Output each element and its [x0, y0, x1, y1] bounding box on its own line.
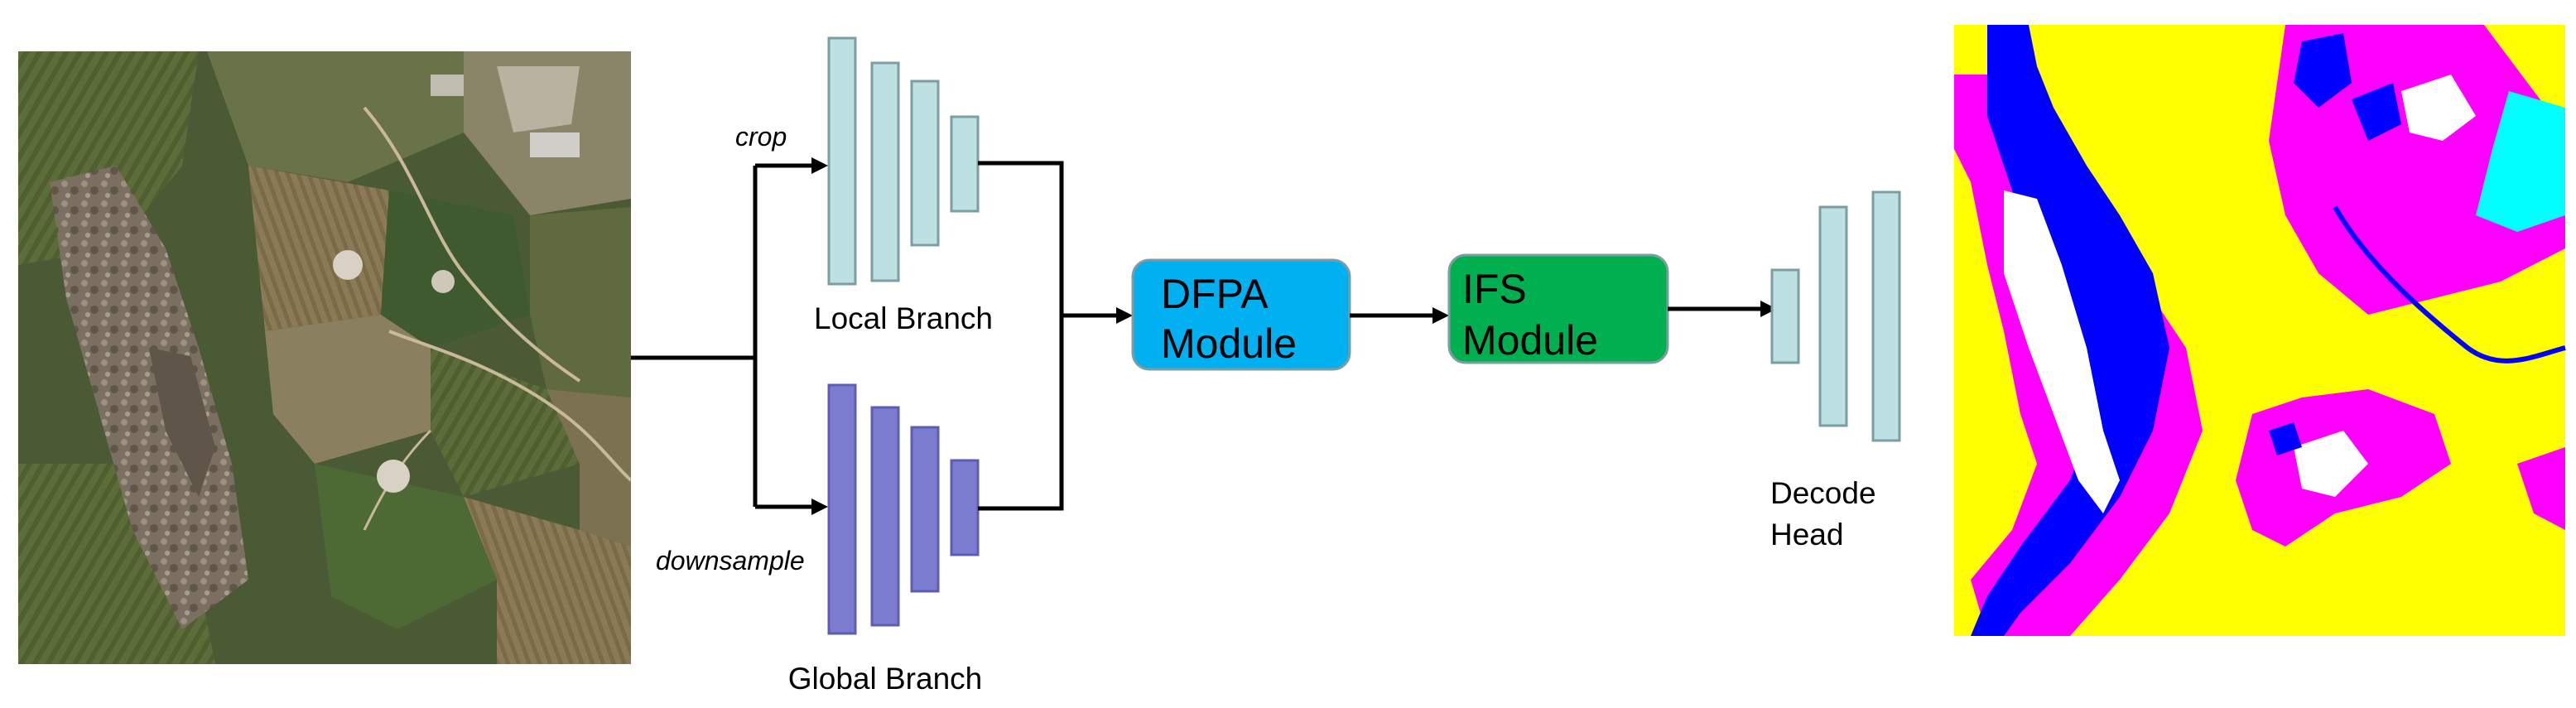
seg-blue-area-lower [2269, 422, 2302, 455]
decode-head-label-line1: Decode [1770, 476, 1876, 510]
global-layer-4 [950, 459, 980, 556]
seg-white-area-lower [2294, 431, 2368, 497]
decode-head-label-line2: Head [1770, 518, 1843, 551]
seg-blue-area-upper [2294, 33, 2352, 108]
merge-to-dfpa-arrowhead [1116, 307, 1133, 324]
crop-label: crop [735, 122, 787, 152]
dfpa-to-ifs-arrowhead [1432, 307, 1449, 324]
ifs-to-decode-arrowhead [1760, 301, 1777, 317]
local-branch-label: Local Branch [814, 301, 993, 335]
downsample-label: downsample [656, 546, 805, 576]
seg-blue-stream [2333, 205, 2566, 364]
seg-magenta-lower-right [2517, 447, 2565, 530]
seg-blue-river [1971, 25, 2169, 636]
decode-layer-2 [1818, 205, 1848, 427]
local-layer-3 [910, 79, 940, 247]
output-segmentation-map [1954, 25, 2566, 636]
local-layer-1 [827, 36, 857, 286]
global-layer-3 [910, 426, 940, 593]
local-branch-encoder [827, 36, 980, 286]
seg-cyan-area [2476, 91, 2565, 232]
global-layer-1 [827, 383, 857, 635]
ifs-module-subtitle: Module [1462, 317, 1598, 364]
crop-arrow-head [811, 157, 828, 174]
seg-magenta-upper-right [2269, 25, 2565, 315]
global-branch-label: Global Branch [788, 662, 982, 696]
ifs-module: IFS Module [1447, 253, 1669, 364]
dfpa-module-subtitle: Module [1161, 320, 1297, 367]
merge-line [978, 161, 1064, 511]
decode-head [1770, 190, 1901, 442]
downsample-arrow-head [811, 498, 828, 515]
local-layer-4 [950, 115, 980, 213]
input-satellite-image [18, 51, 631, 664]
global-branch-encoder [827, 383, 980, 635]
dfpa-module: DFPA Module [1131, 258, 1351, 371]
global-layer-2 [870, 406, 900, 627]
decode-layer-3 [1871, 190, 1901, 442]
branch-merge-connector [978, 161, 1133, 511]
dfpa-module-title: DFPA [1161, 271, 1269, 317]
seg-white-area-left [2004, 190, 2120, 513]
decode-layer-1 [1770, 268, 1800, 364]
seg-blue-area-upper-2 [2352, 83, 2401, 141]
seg-white-area-upper [2401, 75, 2476, 141]
local-layer-2 [870, 61, 900, 282]
input-connector [631, 157, 828, 515]
ifs-module-title: IFS [1462, 266, 1527, 312]
